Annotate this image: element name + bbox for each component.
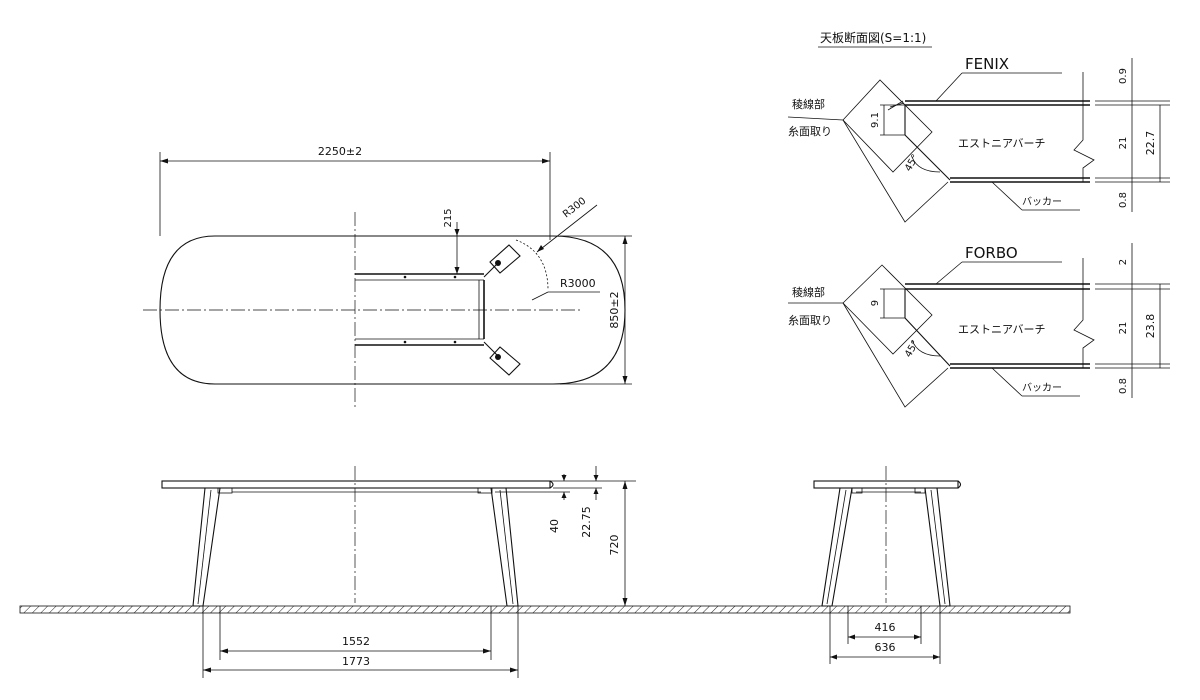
label-r3000: R3000 <box>560 277 596 290</box>
fenix-backer: バッカー <box>1022 196 1062 208</box>
dim-leg-outer: 1773 <box>342 655 370 668</box>
foot-bottom <box>489 346 521 376</box>
fenix-edge-label: 稜線部 <box>792 97 825 111</box>
forbo-edge-label: 稜線部 <box>792 285 825 299</box>
forbo-layer-bottom: 0.8 <box>1118 378 1129 394</box>
forbo-backer: バッカー <box>1022 382 1062 394</box>
fenix-layer-bottom: 0.8 <box>1118 192 1129 208</box>
side-view: 720 22.75 40 1552 1773 <box>19 466 1071 678</box>
forbo-chamfer: 9 <box>870 300 881 306</box>
forbo-guide-square <box>842 264 933 355</box>
forbo-layer-core: 21 <box>1118 322 1129 335</box>
forbo-angle: 45° <box>903 339 921 360</box>
fenix-core: エストニアバーチ <box>958 137 1046 150</box>
corner-arc <box>515 239 549 291</box>
section-title: 天板断面図(S=1:1) <box>820 30 926 45</box>
forbo-section: 9 45° エストニアバーチ FORBO 稜線部 糸面取り バッカー 2 21 … <box>788 243 1170 408</box>
foot-top <box>489 244 521 274</box>
fenix-chamfer-label: 糸面取り <box>788 125 832 138</box>
plan-view: 2250±2 850±2 215 R300 R3000 <box>143 145 632 408</box>
end-leg-right <box>924 487 951 607</box>
forbo-chamfer-label: 糸面取り <box>788 314 832 327</box>
dim-width: 850±2 <box>608 291 621 328</box>
fenix-layer-top: 0.9 <box>1118 68 1129 84</box>
side-leg-left <box>192 487 221 607</box>
label-r300: R300 <box>561 196 588 221</box>
dim-top-thickness: 22.75 <box>580 506 593 538</box>
base-frame <box>355 244 521 376</box>
fenix-section: 9.1 45° エストニアバーチ FENIX 稜線部 糸面取り バッカー 0.9… <box>787 55 1170 223</box>
fenix-angle: 45° <box>903 153 921 174</box>
side-leg-right <box>490 487 519 607</box>
dim-end-leg-outer: 636 <box>875 641 896 654</box>
dim-apron: 40 <box>548 519 561 533</box>
table-top-outline <box>159 235 626 385</box>
end-top <box>813 480 959 489</box>
dim-frame-offset: 215 <box>443 208 454 227</box>
forbo-core: エストニアバーチ <box>958 323 1046 336</box>
forbo-layer-top: 2 <box>1118 259 1129 265</box>
floor <box>19 605 1071 614</box>
dim-length: 2250±2 <box>318 145 362 158</box>
fenix-total: 22.7 <box>1144 131 1157 156</box>
forbo-total: 23.8 <box>1144 314 1157 339</box>
end-view: 416 636 <box>813 466 962 664</box>
side-top <box>161 480 551 489</box>
forbo-material: FORBO <box>965 244 1018 262</box>
fenix-layer-core: 21 <box>1118 137 1129 150</box>
dim-height: 720 <box>608 535 621 556</box>
dim-end-leg-inner: 416 <box>875 621 896 634</box>
fenix-chamfer: 9.1 <box>870 112 881 128</box>
dim-leg-inner: 1552 <box>342 635 370 648</box>
end-leg-left <box>821 487 853 607</box>
fenix-guide-square <box>842 79 933 173</box>
fenix-material: FENIX <box>965 55 1009 73</box>
